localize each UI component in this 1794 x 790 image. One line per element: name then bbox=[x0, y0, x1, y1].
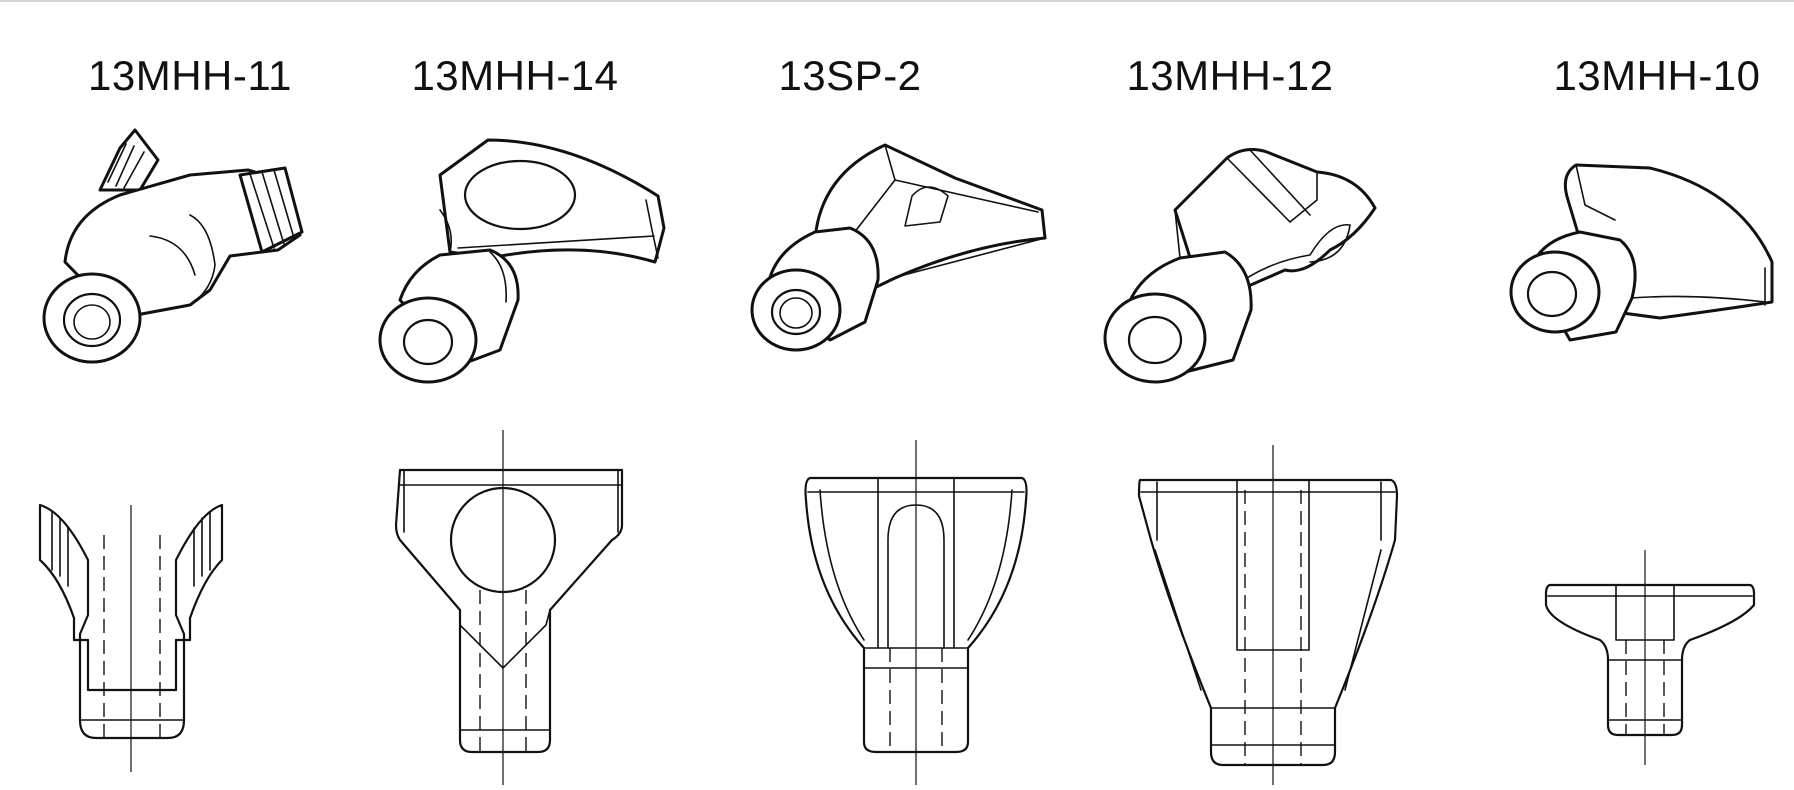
part-13MHH-14-iso-view bbox=[378, 138, 666, 384]
part-13MHH-12-drawings bbox=[1103, 148, 1399, 785]
part-13MHH-12: 13MHH-12 bbox=[1055, 0, 1415, 790]
part-label: 13MHH-11 bbox=[88, 52, 292, 99]
part-13MHH-14: 13MHH-14 bbox=[340, 0, 680, 790]
part-13MHH-11-front-view bbox=[38, 503, 224, 772]
part-13MHH-12-front-view bbox=[1137, 445, 1399, 785]
part-label: 13MHH-14 bbox=[411, 52, 619, 99]
part-13MHH-11-iso-view bbox=[42, 128, 304, 364]
part-13SP-2-iso-view bbox=[750, 143, 1047, 352]
part-13MHH-11: 13MHH-11 bbox=[0, 0, 330, 790]
part-13MHH-12-iso-view bbox=[1103, 148, 1377, 384]
part-13MHH-10-drawings bbox=[1509, 163, 1774, 765]
part-label: 13MHH-12 bbox=[1126, 52, 1334, 99]
part-13SP-2-front-view bbox=[804, 440, 1028, 785]
part-label: 13SP-2 bbox=[778, 52, 922, 99]
part-13MHH-10: 13MHH-10 bbox=[1420, 0, 1794, 790]
part-13MHH-14-drawings bbox=[378, 138, 666, 785]
top-rule bbox=[0, 0, 1794, 2]
part-13MHH-14-front-view bbox=[394, 430, 624, 785]
part-13SP-2: 13SP-2 bbox=[700, 0, 1047, 790]
part-13SP-2-drawings bbox=[750, 143, 1047, 785]
part-13MHH-10-front-view bbox=[1544, 550, 1756, 765]
part-13MHH-11-drawings bbox=[38, 128, 304, 772]
part-13MHH-10-iso-view bbox=[1509, 163, 1774, 342]
part-label: 13MHH-10 bbox=[1553, 52, 1761, 99]
